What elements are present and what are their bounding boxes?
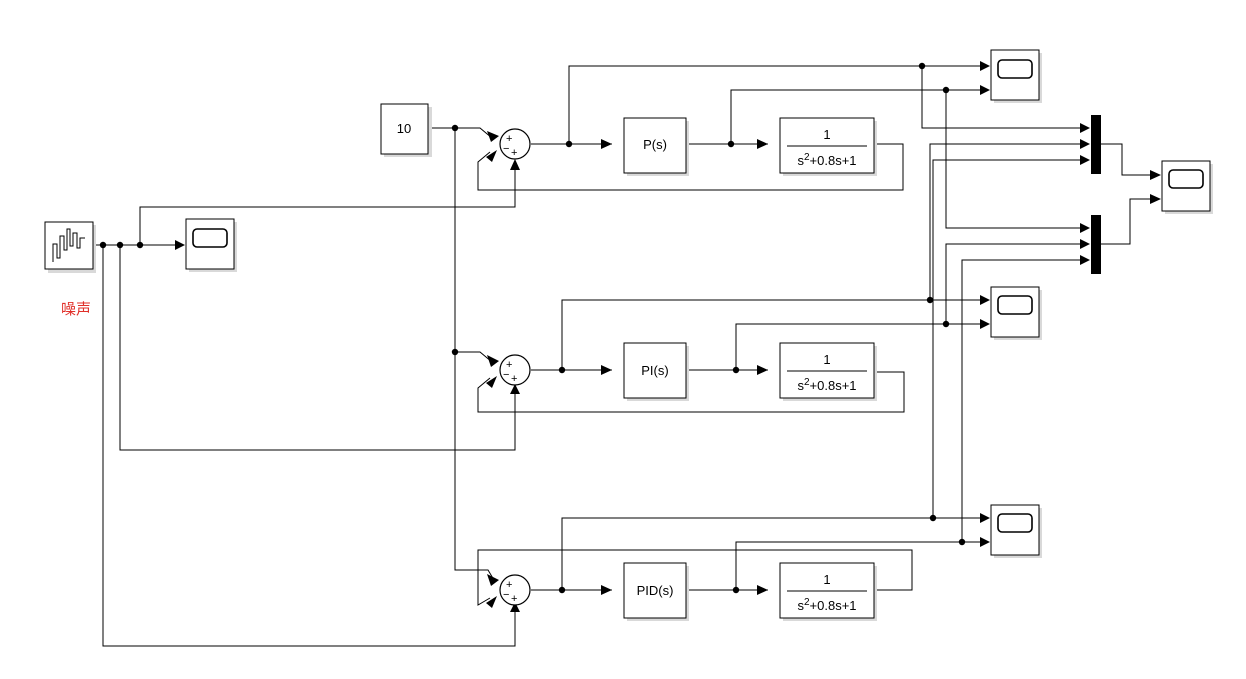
wire-u2-mux xyxy=(945,243,1080,324)
controller-pi-block[interactable]: PI(s) xyxy=(623,342,689,401)
plant-block-3[interactable]: 1 s2+0.8s+1 xyxy=(779,562,877,621)
sum-sign-left: − xyxy=(503,369,509,381)
constant-block[interactable]: 10 xyxy=(380,103,432,157)
constant-value: 10 xyxy=(397,121,411,136)
junction-dots xyxy=(99,62,966,594)
sum-block-3[interactable]: + − + xyxy=(499,574,531,606)
wire-e2-scope xyxy=(561,299,980,370)
mux-block-1[interactable] xyxy=(1091,115,1101,174)
wire-u3-scope xyxy=(735,541,980,590)
plant-numerator: 1 xyxy=(823,127,830,142)
noise-waveform-icon xyxy=(52,228,85,262)
combined-scope[interactable] xyxy=(1161,160,1213,214)
plant-block-2[interactable]: 1 s2+0.8s+1 xyxy=(779,342,877,401)
wire-mux2-scope xyxy=(1101,198,1150,245)
wire-u3-mux xyxy=(961,259,1080,542)
wire-ref-bus xyxy=(454,128,478,571)
wire-e3-scope xyxy=(561,517,980,590)
wire-fb-3 xyxy=(477,549,913,606)
plant-denominator: s2+0.8s+1 xyxy=(797,377,856,393)
sum-block-1[interactable]: + − + xyxy=(499,128,531,160)
wire-ref-1 xyxy=(455,127,493,139)
noise-scope[interactable] xyxy=(185,218,237,272)
controller-label: P(s) xyxy=(643,137,667,152)
plant-numerator: 1 xyxy=(823,572,830,587)
wire-fb-2 xyxy=(477,371,905,413)
controller-pid-block[interactable]: PID(s) xyxy=(623,562,689,621)
scope-screen-icon xyxy=(192,228,228,248)
sum-sign-top: + xyxy=(506,133,512,145)
wire-fb-1 xyxy=(477,143,904,191)
plant-denominator: s2+0.8s+1 xyxy=(797,152,856,168)
controller-p-block[interactable]: P(s) xyxy=(623,117,689,176)
sum-sign-bottom: + xyxy=(511,373,517,385)
sum-sign-left: − xyxy=(503,143,509,155)
signal-wires xyxy=(93,65,1150,647)
mux-block-2[interactable] xyxy=(1091,215,1101,274)
controller-label: PI(s) xyxy=(641,363,668,378)
wire-e1-scope xyxy=(568,65,980,144)
scope-screen-icon xyxy=(997,295,1033,315)
wire-u1-scope xyxy=(730,89,980,144)
wire-u1-mux xyxy=(945,90,1080,229)
plant-numerator: 1 xyxy=(823,352,830,367)
wire-noise-2 xyxy=(119,245,516,451)
scope-3[interactable] xyxy=(990,504,1042,558)
sum-sign-top: + xyxy=(506,579,512,591)
sum-sign-bottom: + xyxy=(511,593,517,605)
sum-block-2[interactable]: + − + xyxy=(499,354,531,386)
sum-sign-bottom: + xyxy=(511,147,517,159)
sum-sign-top: + xyxy=(506,359,512,371)
noise-source-block[interactable] xyxy=(44,221,96,273)
wire-u2-scope xyxy=(735,323,980,370)
scope-screen-icon xyxy=(1168,169,1204,189)
plant-block-1[interactable]: 1 s2+0.8s+1 xyxy=(779,117,877,176)
scope-screen-icon xyxy=(997,513,1033,533)
noise-label: 噪声 xyxy=(61,300,91,318)
scope-2[interactable] xyxy=(990,286,1042,340)
arrowheads xyxy=(175,61,1161,612)
wire-ref-2 xyxy=(455,351,493,363)
wire-e3-mux xyxy=(932,159,1080,518)
wire-noise-1 xyxy=(139,170,516,245)
controller-label: PID(s) xyxy=(637,583,674,598)
wire-e1-mux xyxy=(921,66,1080,129)
scope-screen-icon xyxy=(997,59,1033,79)
wire-noise-3 xyxy=(102,245,516,647)
sum-sign-left: − xyxy=(503,589,509,601)
plant-denominator: s2+0.8s+1 xyxy=(797,597,856,613)
wire-e2-mux xyxy=(929,143,1080,300)
wire-mux1-scope xyxy=(1101,143,1150,176)
scope-1[interactable] xyxy=(990,49,1042,103)
